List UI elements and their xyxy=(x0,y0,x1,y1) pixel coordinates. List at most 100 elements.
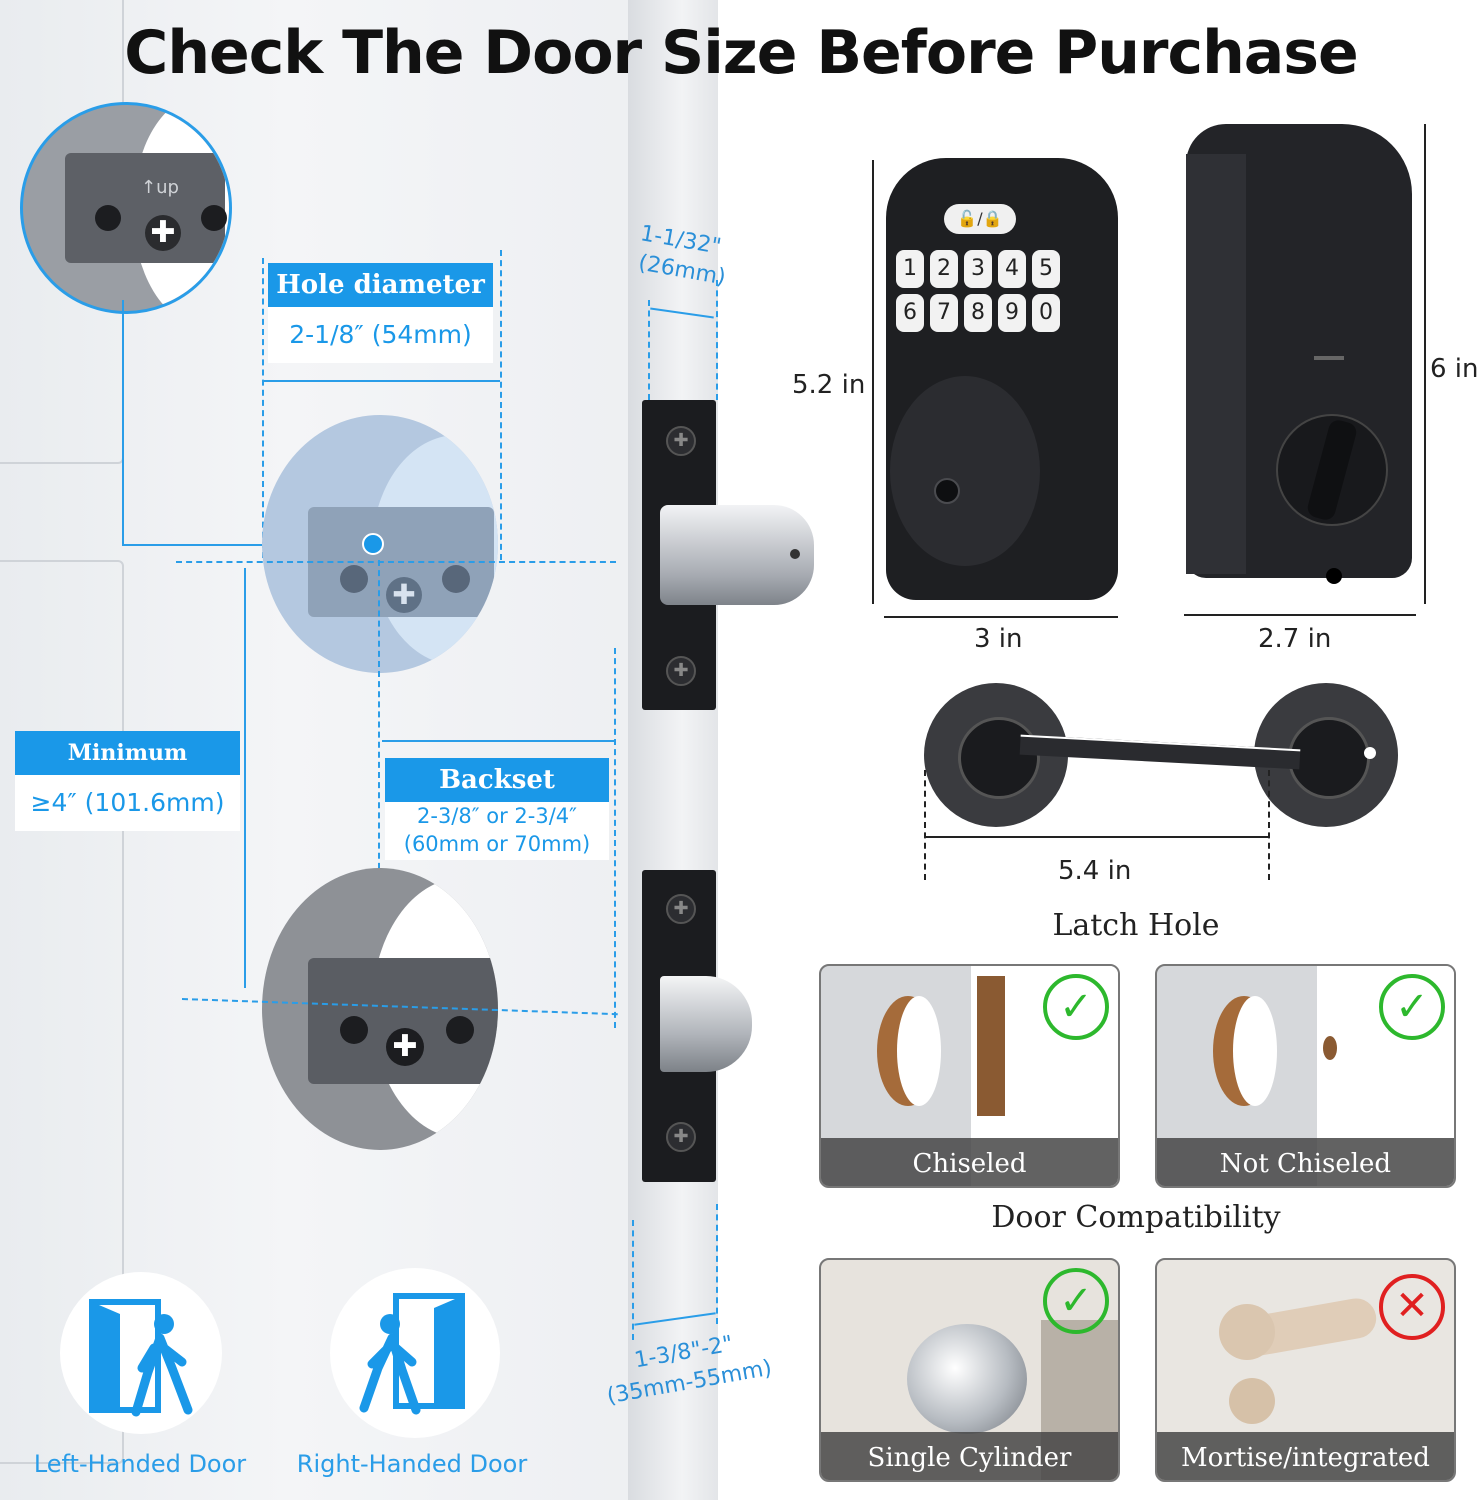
key-cylinder xyxy=(934,478,960,504)
check-icon-3: ✓ xyxy=(1043,1268,1109,1334)
card-mortise-label: Mortise/integrated xyxy=(1157,1432,1454,1480)
latch-bolt xyxy=(660,976,752,1072)
hole-dash-left xyxy=(262,258,264,558)
keypad-key[interactable]: 8 xyxy=(964,294,992,332)
right-handed-door-label: Right-Handed Door xyxy=(296,1450,528,1478)
lower-plate-hole-right xyxy=(446,1016,474,1044)
right-handed-door-icon xyxy=(359,1293,465,1415)
cross-icon: ✕ xyxy=(1379,1274,1445,1340)
mount-disc-left xyxy=(924,683,1068,827)
upper-center-dashline xyxy=(176,561,616,563)
zoom-connector-horizontal xyxy=(122,544,372,546)
keypad-key[interactable]: 7 xyxy=(930,294,958,332)
back-height-label: 6 in xyxy=(1430,354,1479,384)
latch-width-label: 5.4 in xyxy=(1058,856,1132,886)
edge-bottom-dash-left xyxy=(632,1220,634,1340)
upper-plate-hole-left xyxy=(340,565,368,593)
thumb-knob xyxy=(890,376,1040,566)
keypad-key[interactable]: 2 xyxy=(930,250,958,288)
battery-screw xyxy=(1326,568,1342,584)
left-handed-door-icon xyxy=(89,1299,193,1417)
keypad-key[interactable]: 5 xyxy=(1032,250,1060,288)
front-width-arrow xyxy=(884,616,1118,618)
lower-bore-hole: ✚ xyxy=(262,868,498,1150)
strike-screw-icon-4: ✚ xyxy=(666,1122,696,1152)
keypad-key[interactable]: 3 xyxy=(964,250,992,288)
min-distance-tag: Minimum Distance xyxy=(15,731,240,810)
back-height-arrow xyxy=(1424,124,1426,604)
card-not-chiseled-label: Not Chiseled xyxy=(1157,1138,1454,1186)
backset-value: 2-3/8″ or 2-3/4″ (60mm or 70mm) xyxy=(385,802,609,860)
door-edge xyxy=(628,0,718,1500)
hole-diameter-value: 2-1/8″ (54mm) xyxy=(268,307,493,363)
deadbolt-cylinder xyxy=(660,505,814,605)
chiseled-hole xyxy=(877,996,941,1106)
latch-dash-right xyxy=(1268,770,1270,880)
check-icon-1: ✓ xyxy=(1043,974,1109,1040)
strike-screw-icon-3: ✚ xyxy=(666,894,696,924)
backset-dash-left xyxy=(378,560,380,990)
edge-dash-right xyxy=(716,280,718,400)
strike-screw-icon-1: ✚ xyxy=(666,426,696,456)
door-panel-bottom xyxy=(0,560,124,1464)
zoom-connector-vertical xyxy=(122,300,124,546)
front-height-arrow xyxy=(872,160,874,604)
lower-plate-screw-icon: ✚ xyxy=(386,1028,424,1066)
plate-hole-left xyxy=(95,205,121,231)
hole-diameter-arrow xyxy=(264,380,500,382)
right-handed-door-badge xyxy=(330,1268,500,1438)
latch-width-arrow xyxy=(926,836,1268,838)
keypad-key[interactable]: 6 xyxy=(896,294,924,332)
latch-pin-hole xyxy=(1323,1036,1337,1060)
plate-screw-icon: ✚ xyxy=(145,215,181,251)
plate-zoom-circle: ✚ ↑up xyxy=(20,102,232,314)
min-distance-value: ≥4″ (101.6mm) xyxy=(15,775,240,831)
edge-bottom-dash-right xyxy=(716,1204,718,1324)
upper-plate-hole-right xyxy=(442,565,470,593)
latch-hole-heading: Latch Hole xyxy=(1052,908,1220,943)
upper-plate-screw-icon: ✚ xyxy=(386,577,422,613)
card-single-cylinder: ✓ Single Cylinder xyxy=(819,1258,1120,1482)
mortise-cylinder xyxy=(1229,1378,1275,1424)
backset-value-line1: 2-3/8″ or 2-3/4″ xyxy=(417,804,577,828)
mounting-plate xyxy=(65,153,225,263)
backset-value-line2: (60mm or 70mm) xyxy=(403,832,591,856)
card-chiseled: ✓ Chiseled xyxy=(819,964,1120,1188)
back-width-label: 2.7 in xyxy=(1258,624,1332,654)
keypad-key[interactable]: 1 xyxy=(896,250,924,288)
check-icon-2: ✓ xyxy=(1379,974,1445,1040)
lower-plate-hole-left xyxy=(340,1016,368,1044)
front-height-label: 5.2 in xyxy=(792,370,866,400)
interior-lock xyxy=(1186,124,1412,584)
card-not-chiseled: ✓ Not Chiseled xyxy=(1155,964,1456,1188)
backset-arrow xyxy=(382,740,614,742)
left-handed-door-label: Left-Handed Door xyxy=(33,1450,247,1478)
keypad-key[interactable]: 0 xyxy=(1032,294,1060,332)
mortise-rose xyxy=(1219,1304,1275,1360)
backset-tag: Backset xyxy=(385,758,609,802)
not-chiseled-hole xyxy=(1213,996,1277,1106)
thumb-turn xyxy=(1276,414,1388,526)
keypad-key[interactable]: 4 xyxy=(998,250,1026,288)
indicator-slot xyxy=(1314,356,1344,360)
keypad-key[interactable]: 9 xyxy=(998,294,1026,332)
plate-hole-right xyxy=(201,205,227,231)
lock-mode-icon: 🔓/🔒 xyxy=(944,204,1016,234)
upper-bore-hole: ✚ xyxy=(262,415,498,673)
hole-diameter-tag: Hole diameter xyxy=(268,263,493,307)
front-width-label: 3 in xyxy=(974,624,1023,654)
back-width-arrow xyxy=(1184,614,1416,616)
card-mortise: ✕ Mortise/integrated xyxy=(1155,1258,1456,1482)
hole-dash-right xyxy=(500,250,502,560)
upper-center-dot xyxy=(362,533,384,555)
backset-dash-right xyxy=(614,648,616,1028)
min-distance-arrow xyxy=(244,568,246,988)
strike-screw-icon-2: ✚ xyxy=(666,656,696,686)
plate-up-mark: ↑up xyxy=(141,177,179,198)
left-handed-door-badge xyxy=(60,1272,222,1434)
card-single-cylinder-label: Single Cylinder xyxy=(821,1432,1118,1480)
knob-illustration xyxy=(907,1324,1027,1434)
door-compat-heading: Door Compatibility xyxy=(991,1200,1281,1235)
